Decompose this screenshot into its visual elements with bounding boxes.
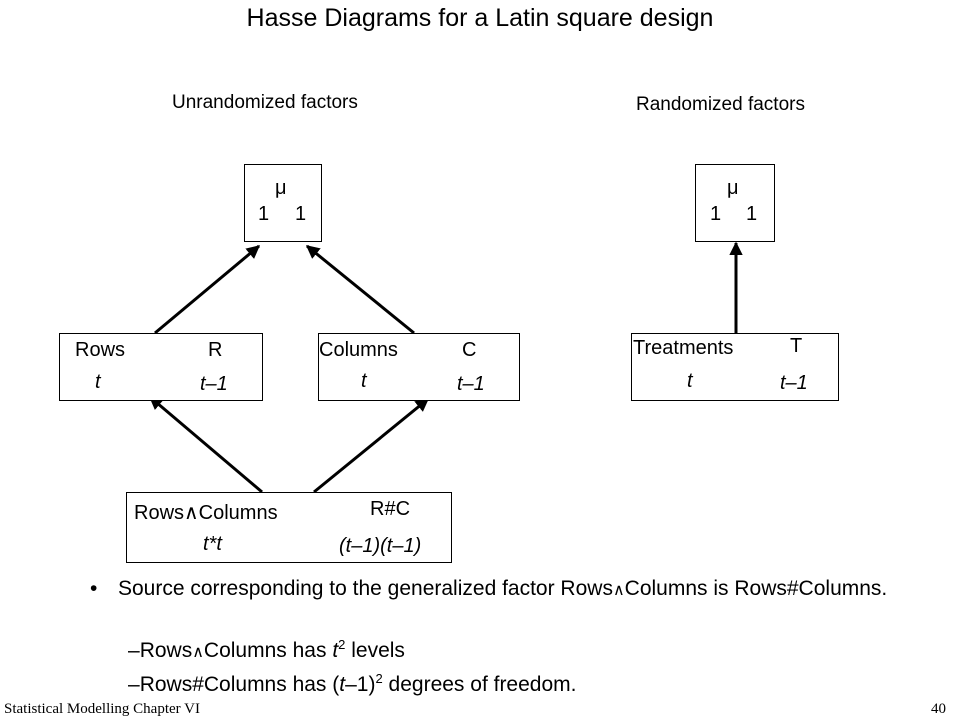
rows-symbol: R bbox=[208, 339, 223, 361]
sub2-text-c: degrees of freedom. bbox=[382, 673, 577, 696]
arrow-rowscols-to-rows bbox=[148, 395, 263, 494]
columns-symbol: C bbox=[462, 339, 477, 361]
mean-levels: 1 bbox=[258, 203, 270, 225]
mean-df-right: 1 bbox=[746, 203, 758, 225]
rowscolumns-symbol: R#C bbox=[370, 498, 411, 520]
columns-levels: t bbox=[361, 370, 367, 392]
sub1-text-a: Rows bbox=[139, 639, 193, 662]
sub1-text-b: Columns has bbox=[203, 639, 333, 662]
arrow-columns-to-mean bbox=[305, 244, 415, 335]
sub2-exp: 2 bbox=[375, 671, 383, 686]
rows-label: Rows bbox=[75, 339, 126, 361]
mean-symbol-right: μ bbox=[727, 177, 739, 199]
sub2-var: t bbox=[339, 673, 346, 696]
page-number: 40 bbox=[931, 701, 946, 717]
mean-box-unrandomized: μ 1 1 bbox=[244, 164, 322, 242]
bullet-main-text-a: Source corresponding to the generalized … bbox=[118, 577, 613, 600]
mean-levels-right: 1 bbox=[710, 203, 722, 225]
page-title: Hasse Diagrams for a Latin square design bbox=[246, 4, 714, 32]
mean-df: 1 bbox=[295, 203, 307, 225]
bullet-main: Source corresponding to the generalized … bbox=[118, 576, 918, 603]
rows-df: t–1 bbox=[200, 373, 228, 395]
sub-dash-1: – bbox=[128, 639, 140, 662]
treatments-levels: t bbox=[687, 370, 693, 392]
rows-levels: t bbox=[95, 371, 101, 393]
mean-box-randomized: μ 1 1 bbox=[695, 164, 775, 242]
treatments-symbol: T bbox=[790, 335, 803, 357]
arrow-rowscols-to-columns bbox=[313, 397, 430, 494]
unrandomized-title: Unrandomized factors bbox=[172, 92, 358, 113]
sub-dash-2: – bbox=[128, 673, 140, 696]
columns-label: Columns bbox=[319, 339, 398, 361]
sub-bullet-2: –Rows#Columns has (t–1)2 degrees of free… bbox=[128, 672, 576, 697]
bullet-marker: • bbox=[90, 577, 98, 600]
rowscolumns-levels: t*t bbox=[203, 533, 222, 555]
sub1-text-c: levels bbox=[345, 639, 405, 662]
rowscolumns-label: Rows∧Columns bbox=[134, 502, 278, 524]
mean-symbol: μ bbox=[275, 177, 287, 199]
and-symbol: ∧ bbox=[612, 582, 625, 599]
sub2-text-a: Rows#Columns has ( bbox=[139, 673, 340, 696]
rowscolumns-box: Rows∧Columns R#C t*t (t–1)(t–1) bbox=[126, 492, 452, 563]
footer-left: Statistical Modelling Chapter VI bbox=[4, 701, 200, 717]
treatments-label: Treatments bbox=[633, 337, 734, 359]
rowscolumns-df: (t–1)(t–1) bbox=[339, 535, 422, 557]
columns-df: t–1 bbox=[457, 373, 485, 395]
sub2-text-b: –1) bbox=[345, 673, 376, 696]
arrow-rows-to-mean bbox=[154, 244, 261, 335]
sub-bullet-1: –Rows∧Columns has t2 levels bbox=[128, 638, 405, 665]
and-symbol-2: ∧ bbox=[192, 644, 204, 661]
bullet-main-text-b: Columns is Rows#Columns. bbox=[624, 577, 888, 600]
sub1-exp: 2 bbox=[338, 637, 346, 652]
columns-box: Columns C t t–1 bbox=[318, 333, 520, 401]
randomized-title: Randomized factors bbox=[636, 94, 805, 115]
treatments-box: Treatments T t t–1 bbox=[631, 333, 839, 401]
sub1-var: t bbox=[332, 639, 339, 662]
rows-box: Rows R t t–1 bbox=[59, 333, 263, 401]
treatments-df: t–1 bbox=[780, 372, 808, 394]
